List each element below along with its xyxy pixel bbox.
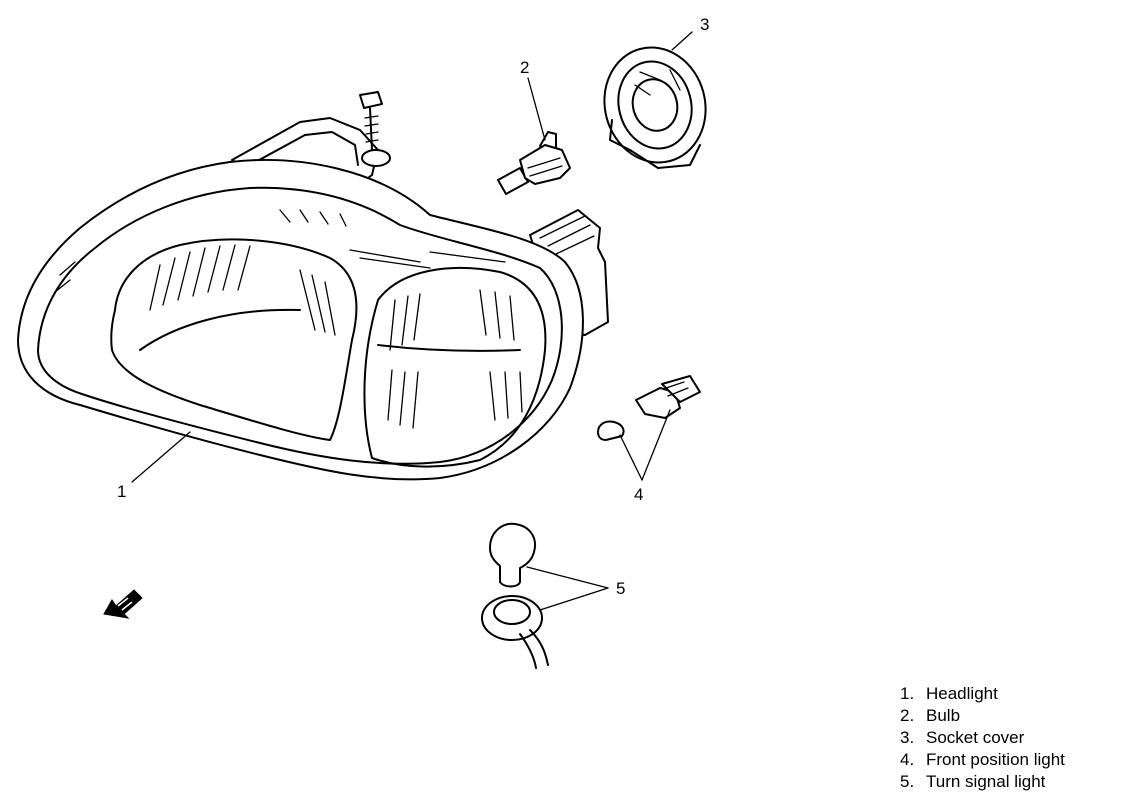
headlight-bulb <box>497 131 571 195</box>
leader-lines <box>131 31 693 611</box>
socket-cover <box>603 46 707 169</box>
legend-number: 2. <box>900 706 915 725</box>
mounting-bolt <box>359 91 391 167</box>
callout-2: 2 <box>520 58 529 77</box>
callout-5: 5 <box>616 579 625 598</box>
callout-1: 1 <box>117 482 126 501</box>
legend-number: 4. <box>900 750 915 769</box>
legend-item-turn-signal-light: 5. Turn signal light <box>900 771 1065 793</box>
legend-label: Socket cover <box>926 728 1025 747</box>
legend-label: Turn signal light <box>926 772 1046 791</box>
legend-number: 5. <box>900 772 915 791</box>
callout-4: 4 <box>634 485 643 504</box>
legend-label: Bulb <box>926 706 961 725</box>
legend-number: 1. <box>900 684 915 703</box>
legend-item-socket-cover: 3. Socket cover <box>900 727 1065 749</box>
legend-number: 3. <box>900 728 915 747</box>
legend-item-bulb: 2. Bulb <box>900 705 1065 727</box>
legend-item-headlight: 1. Headlight <box>900 683 1065 705</box>
front-direction-arrow-icon <box>103 589 143 619</box>
legend-item-front-position-light: 4. Front position light <box>900 749 1065 771</box>
front-position-light <box>597 375 701 441</box>
legend-label: Headlight <box>926 684 998 703</box>
legend-label: Front position light <box>926 750 1065 769</box>
parts-legend: 1. Headlight 2. Bulb 3. Socket cover 4. … <box>900 683 1065 793</box>
callout-3: 3 <box>700 15 709 34</box>
turn-signal-light <box>481 522 549 669</box>
headlight-housing <box>17 91 609 481</box>
